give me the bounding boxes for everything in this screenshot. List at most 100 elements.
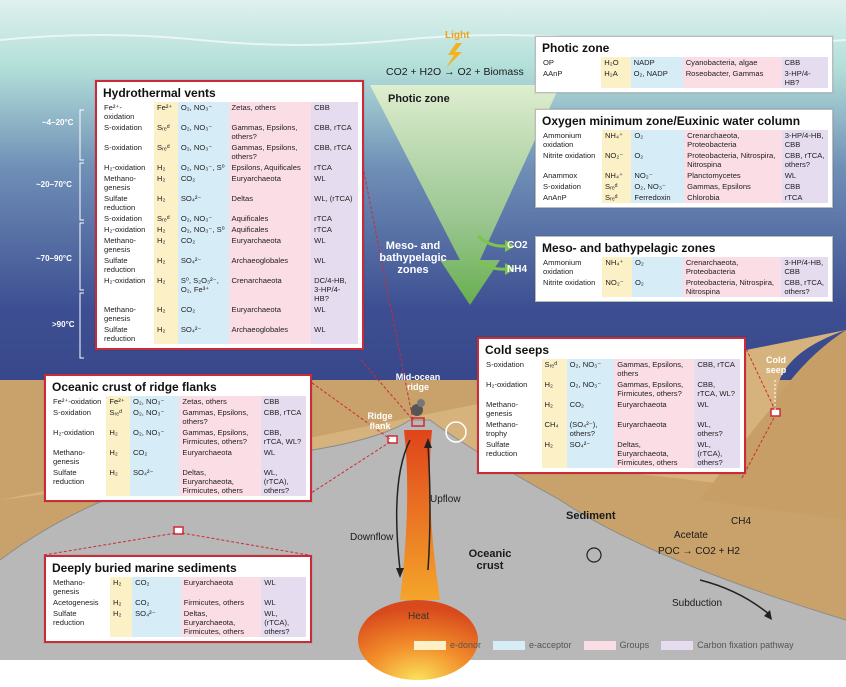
groups-cell: Proteobacteria, Nitrospira, Nitrospina xyxy=(682,277,782,297)
ch4-label: CH4 xyxy=(731,516,752,527)
heat-label: Heat xyxy=(408,611,430,622)
e-donor-cell: H₂A xyxy=(601,68,631,88)
panel-meso-bathypelagic: Meso- and bathypelagic zones Ammonium ox… xyxy=(535,236,833,302)
carbon-fixation-cell: CBB, rTCA xyxy=(311,122,358,142)
process-cell: Sulfate reduction xyxy=(101,255,154,275)
legend-label: e-acceptor xyxy=(529,640,572,650)
light-label: Light xyxy=(445,30,470,41)
process-cell: Fe²⁺-oxidation xyxy=(50,396,107,407)
carbon-fixation-cell: CBB, rTCA xyxy=(694,359,740,379)
e-acceptor-cell: O₂ xyxy=(631,150,685,170)
magma-conduit xyxy=(400,430,440,600)
co2-label: CO2 xyxy=(507,240,528,251)
e-acceptor-cell: O₂, NO₃⁻, S⁰ xyxy=(177,162,229,173)
process-cell: Methano-trophy xyxy=(483,419,542,439)
groups-cell: Deltas, Euryarchaeota, Firmicutes, other… xyxy=(180,608,262,637)
carbon-fixation-cell: WL xyxy=(781,170,828,181)
legend-swatch xyxy=(493,640,526,650)
panel-title: Cold seeps xyxy=(485,343,550,357)
nh4-label: NH4 xyxy=(507,264,528,275)
groups-cell: Chlorobia xyxy=(684,192,782,203)
e-donor-cell: Sᵣₑᵈ xyxy=(153,122,178,142)
groups-cell: Euryarchaeota xyxy=(614,419,695,439)
groups-cell: Deltas, Euryarchaeota, Firmicutes, other… xyxy=(179,467,261,496)
process-cell: AAnP xyxy=(540,68,602,88)
groups-cell: Crenarchaeota, Proteobacteria xyxy=(684,130,782,150)
e-acceptor-cell: Ferredoxin xyxy=(631,192,685,203)
process-cell: S-oxidation xyxy=(101,142,154,162)
carbon-fixation-cell: WL xyxy=(261,577,306,597)
process-cell: S-oxidation xyxy=(50,407,107,427)
e-acceptor-cell: O₂, NO₃⁻, S⁰ xyxy=(177,224,229,235)
panel-buried-sediments: Deeply buried marine sediments Methano-g… xyxy=(44,555,312,643)
cold-seep-label: Cold seep xyxy=(765,355,787,375)
subduction-label: Subduction xyxy=(672,598,723,609)
groups-cell: Euryarchaeota xyxy=(228,304,312,324)
carbon-fixation-cell: CBB, rTCA, others? xyxy=(781,150,828,170)
legend-item: Carbon fixation pathway xyxy=(661,640,794,650)
lightning-icon xyxy=(446,43,462,68)
photic-zone-label: Photic zone xyxy=(388,93,450,105)
process-cell: Fe²⁺-oxidation xyxy=(101,102,154,122)
e-acceptor-cell: SO₄²⁻ xyxy=(129,467,180,496)
legend-swatch xyxy=(583,640,616,650)
e-donor-cell: H₂ xyxy=(109,608,133,637)
e-acceptor-cell: (SO₄²⁻), others? xyxy=(566,419,615,439)
e-donor-cell: H₂ xyxy=(106,427,130,447)
e-donor-cell: Sᵣₑᵈ xyxy=(153,213,178,224)
e-acceptor-cell: O₂, NO₃⁻ xyxy=(566,359,615,379)
temp-label: >90°C xyxy=(52,320,75,329)
e-acceptor-cell: O₂, NO₃⁻ xyxy=(177,102,229,122)
e-acceptor-cell: CO₂ xyxy=(566,399,615,419)
oceanic-crust-label: Oceanic crust xyxy=(468,548,512,572)
process-cell: Methano-genesis xyxy=(50,577,110,597)
e-donor-cell: H₂ xyxy=(153,173,178,193)
process-cell: S-oxidation xyxy=(101,213,154,224)
e-donor-cell: NO₂⁻ xyxy=(602,277,632,297)
legend-label: Carbon fixation pathway xyxy=(697,640,794,650)
carbon-fixation-cell: CBB, rTCA, WL? xyxy=(260,427,306,447)
process-cell: Nitrite oxidation xyxy=(540,277,603,297)
groups-cell: Archaeoglobales xyxy=(228,255,312,275)
e-donor-cell: H₂ xyxy=(106,467,130,496)
panel-title: Meso- and bathypelagic zones xyxy=(542,241,716,255)
e-donor-cell: H₂ xyxy=(153,275,178,304)
cold-seep-marker xyxy=(770,408,781,417)
carbon-fixation-cell: rTCA xyxy=(311,224,358,235)
poc-equation: POC → CO2 + H2 xyxy=(658,546,740,557)
groups-cell: Gammas, Epsilons, others? xyxy=(228,142,312,162)
e-acceptor-cell: CO₂ xyxy=(177,173,229,193)
e-acceptor-cell: SO₄²⁻ xyxy=(177,193,229,213)
heat-chamber xyxy=(358,600,478,680)
carbon-fixation-cell: CBB, rTCA xyxy=(311,142,358,162)
process-cell: Sulfate reduction xyxy=(50,467,107,496)
process-cell: Methano-genesis xyxy=(101,235,154,255)
panel-oceanic-crust: Oceanic crust of ridge flanks Fe²⁺-oxida… xyxy=(44,374,312,502)
e-acceptor-cell: O₂, NO₃⁻ xyxy=(129,396,180,407)
buried-marker xyxy=(173,526,184,535)
legend-item: Groups xyxy=(583,640,649,650)
groups-cell: Aquificales xyxy=(228,213,312,224)
groups-cell: Zetas, others xyxy=(228,102,312,122)
carbon-fixation-cell: WL, others? xyxy=(694,419,740,439)
sediment-label: Sediment xyxy=(566,510,616,522)
e-acceptor-cell: O₂, NO₃⁻ xyxy=(631,181,685,192)
